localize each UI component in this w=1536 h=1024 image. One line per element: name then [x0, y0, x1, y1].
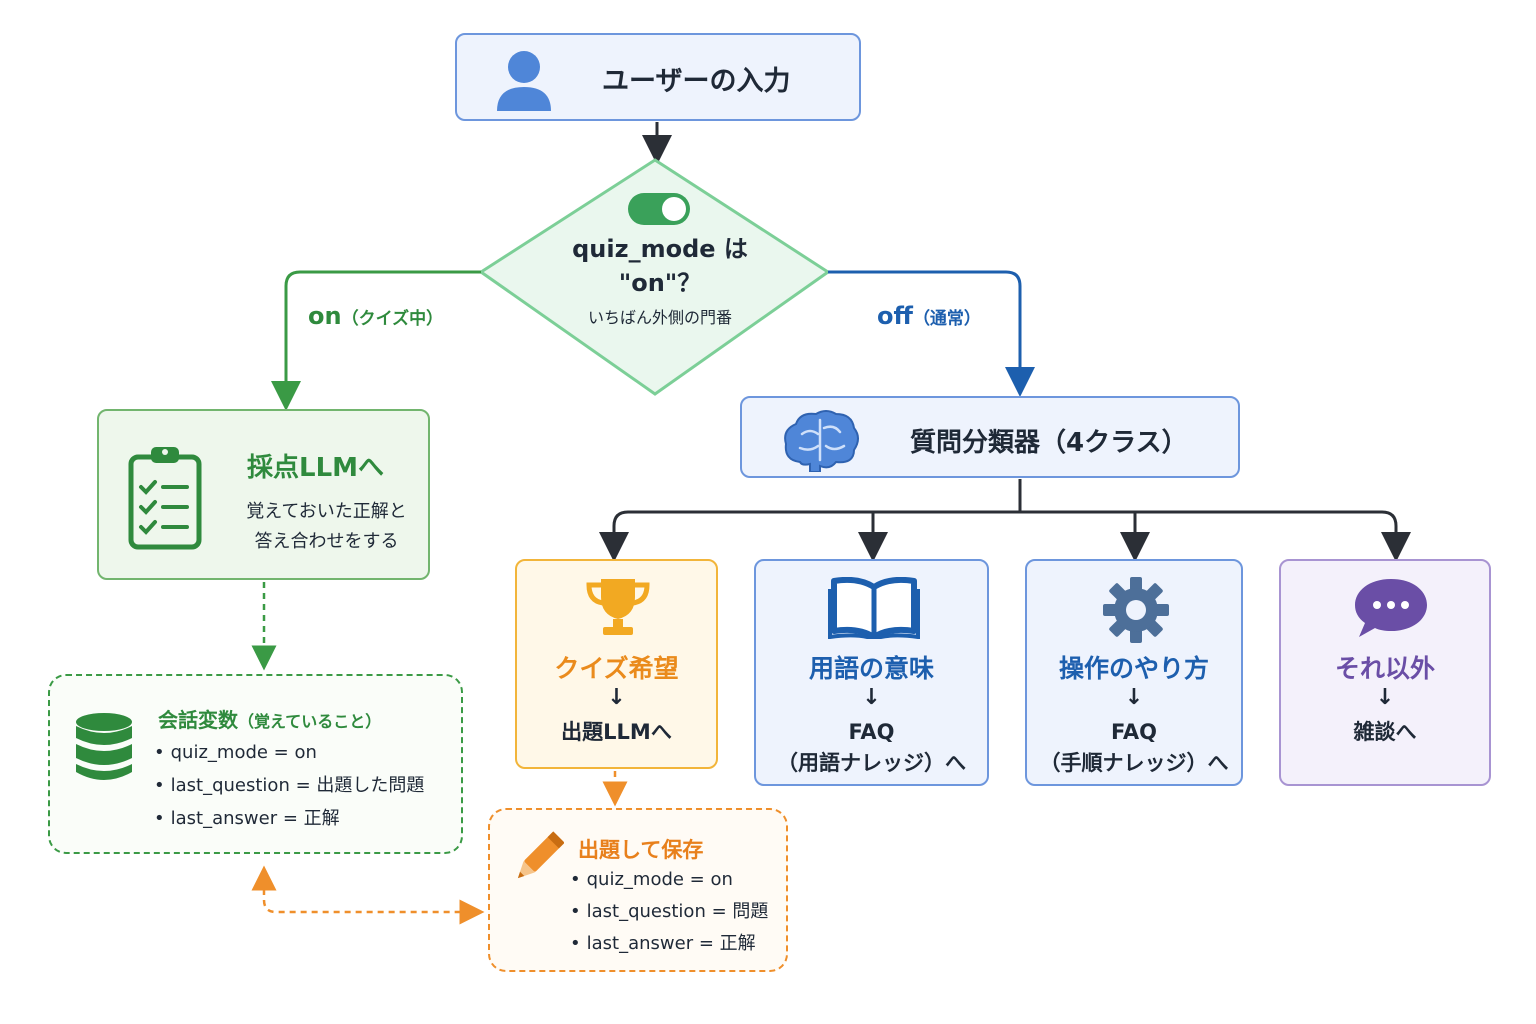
category-card-term-meaning: 用語の意味 ↓ FAQ （用語ナレッジ）へ	[754, 559, 989, 786]
arrow-off-branch	[828, 270, 1035, 397]
brain-icon	[784, 410, 859, 472]
decision-question-line2: "on"？	[618, 269, 702, 297]
category-arrow: ↓	[862, 685, 881, 710]
vars-title: 会話変数（覚えていること）	[158, 708, 382, 732]
category-arrow: ↓	[607, 685, 626, 710]
toggle-on-icon	[628, 193, 690, 225]
user-icon	[497, 51, 551, 111]
list-item: •quiz_mode = on	[154, 742, 317, 763]
pencil-icon	[517, 831, 564, 879]
list-item: •last_answer = 正解	[154, 808, 340, 829]
fanout-bus	[612, 510, 1398, 527]
category-card-quiz: クイズ希望 ↓ 出題LLMへ	[515, 559, 718, 769]
classifier-label: 質問分類器（4クラス）	[910, 428, 1188, 458]
category-destination: 雑談へ	[1353, 720, 1417, 744]
user-input-node: ユーザーの入力	[455, 33, 861, 121]
category-card-operation: 操作のやり方 ↓ FAQ （手順ナレッジ）へ	[1025, 559, 1243, 786]
category-title: 操作のやり方	[1058, 654, 1209, 683]
dashed-arrow-vars-save-link	[251, 865, 485, 925]
quiz-save-box: 出題して保存 •quiz_mode = on •last_question = …	[488, 808, 788, 972]
off-branch-label: off（通常）	[877, 302, 981, 330]
decision-subtitle: いちばん外側の門番	[587, 308, 732, 327]
category-title: 用語の意味	[808, 654, 934, 683]
arrow-on-branch	[271, 270, 481, 411]
category-arrow: ↓	[1124, 685, 1144, 710]
list-item: •last_question = 問題	[570, 901, 769, 922]
decision-node: quiz_mode は "on"？ いちばん外側の門番	[540, 232, 780, 328]
list-item: •quiz_mode = on	[570, 869, 733, 890]
decision-question-line1: quiz_mode は	[572, 235, 748, 263]
category-card-other: それ以外 ↓ 雑談へ	[1279, 559, 1491, 786]
scoring-title: 採点LLMへ	[247, 453, 385, 483]
save-list: •quiz_mode = on •last_question = 問題 •las…	[570, 864, 768, 960]
list-item: •last_question = 出題した問題	[154, 775, 425, 796]
category-title: それ以外	[1334, 654, 1435, 683]
save-title: 出題して保存	[578, 838, 704, 862]
scoring-llm-node: 採点LLMへ 覚えておいた正解と 答え合わせをする	[97, 409, 430, 580]
category-destination: FAQ （用語ナレッジ）へ	[777, 720, 966, 775]
classifier-node: 質問分類器（4クラス）	[740, 396, 1240, 478]
category-arrow: ↓	[1375, 685, 1395, 710]
on-branch-label: on（クイズ中）	[308, 302, 444, 330]
book-icon	[828, 577, 920, 639]
scoring-description: 覚えておいた正解と 答え合わせをする	[246, 501, 407, 552]
chat-bubble-icon	[1355, 579, 1427, 637]
database-icon	[76, 713, 132, 780]
category-title: クイズ希望	[554, 654, 679, 683]
decision-diamond	[478, 158, 831, 396]
gear-icon	[1103, 577, 1169, 643]
category-destination: FAQ （手順ナレッジ）へ	[1039, 720, 1229, 775]
category-destination: 出題LLMへ	[561, 720, 672, 744]
conversation-variables-box: 会話変数（覚えていること） •quiz_mode = on •last_ques…	[48, 674, 463, 854]
user-input-label: ユーザーの入力	[602, 66, 791, 97]
trophy-icon	[586, 579, 650, 635]
clipboard-checklist-icon	[128, 447, 202, 550]
vars-list: •quiz_mode = on •last_question = 出題した問題 …	[154, 736, 424, 835]
list-item: •last_answer = 正解	[570, 933, 756, 954]
